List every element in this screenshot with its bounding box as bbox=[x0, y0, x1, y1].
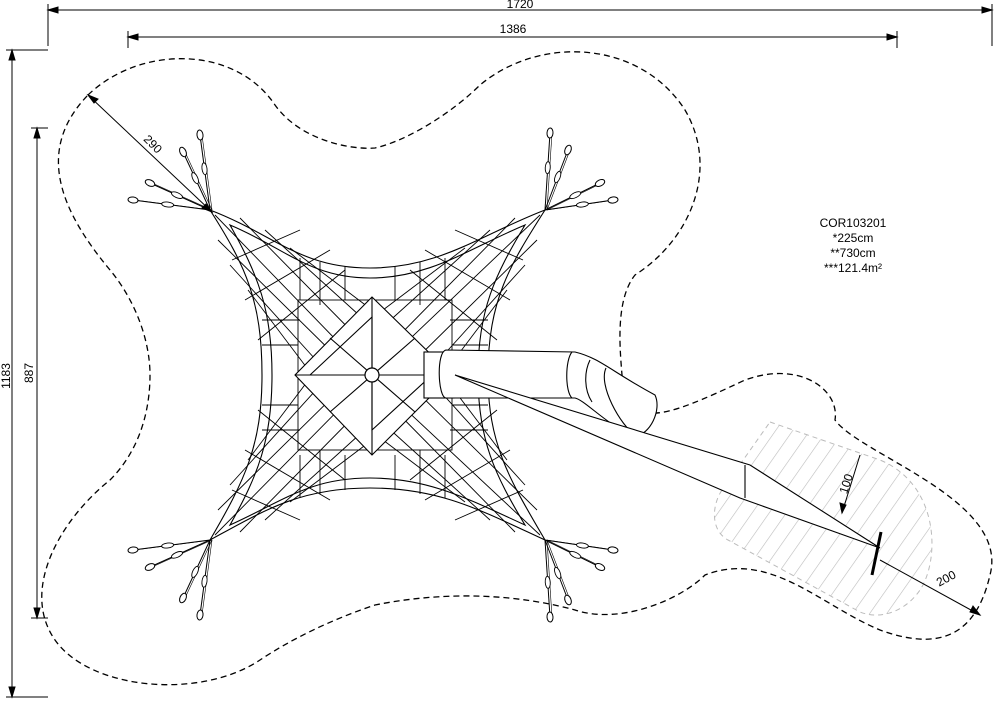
dimension-slide-exit bbox=[839, 454, 861, 515]
rope-turnbuckle bbox=[544, 161, 551, 175]
rope-turnbuckle bbox=[554, 170, 562, 184]
dimension-safety-margin-label: 290 bbox=[141, 132, 165, 156]
rope-turnbuckle bbox=[161, 542, 175, 549]
ground-anchor bbox=[546, 127, 554, 139]
spec-line-area: ***121.4m² bbox=[823, 261, 883, 275]
ground-anchor bbox=[607, 196, 619, 204]
ground-anchor bbox=[179, 146, 187, 158]
ground-anchor bbox=[144, 563, 156, 571]
dimension-overall-height-label: 1183 bbox=[0, 363, 13, 389]
dimension-inner-height bbox=[31, 126, 48, 620]
rope-turnbuckle bbox=[161, 201, 175, 208]
dimension-slide-runout bbox=[879, 559, 982, 616]
ground-anchor bbox=[127, 546, 139, 554]
spec-line-height: *225cm bbox=[832, 231, 874, 245]
dimension-inner-width bbox=[126, 31, 899, 48]
rope-turnbuckle bbox=[576, 542, 589, 549]
product-spec-block: COR103201 *225cm **730cm ***121.4m² bbox=[788, 216, 918, 276]
dimension-slide-runout-label: 200 bbox=[934, 567, 959, 589]
ground-anchor bbox=[594, 179, 606, 187]
rope-turnbuckle bbox=[544, 575, 551, 589]
rope-turnbuckle bbox=[569, 191, 582, 200]
dimension-inner-width-label: 1386 bbox=[500, 22, 527, 36]
dimension-inner-height-label: 887 bbox=[22, 363, 36, 383]
rope-turnbuckle bbox=[191, 172, 199, 185]
dimension-overall-width bbox=[46, 4, 994, 46]
rope-turnbuckle bbox=[170, 191, 184, 199]
rope-turnbuckle bbox=[201, 162, 208, 176]
slide-exit-edge bbox=[870, 531, 883, 576]
rope-turnbuckle bbox=[201, 574, 208, 588]
spec-line-length: **730cm bbox=[830, 246, 876, 260]
dimension-safety-margin bbox=[86, 93, 214, 214]
central-mast bbox=[364, 367, 380, 383]
ground-anchor bbox=[546, 611, 554, 623]
dimension-slide-exit-label: 100 bbox=[836, 472, 856, 496]
ground-anchor bbox=[564, 594, 572, 606]
rope-turnbuckle bbox=[569, 550, 582, 559]
rope-turnbuckle bbox=[170, 551, 184, 559]
ground-anchor bbox=[607, 546, 619, 554]
ground-anchor bbox=[594, 563, 606, 571]
climbing-net-mesh bbox=[214, 214, 541, 536]
dimension-overall-width-label: 1720 bbox=[507, 0, 534, 11]
tube-slide bbox=[423, 349, 658, 437]
ground-anchor bbox=[144, 179, 156, 187]
ground-anchor bbox=[196, 609, 204, 621]
rope-turnbuckle bbox=[191, 565, 199, 578]
ground-anchor bbox=[127, 196, 139, 204]
anchor-ropes bbox=[127, 127, 619, 623]
rope-turnbuckle bbox=[576, 201, 589, 208]
dimension-overall-height bbox=[6, 48, 48, 699]
safety-zone-outline bbox=[41, 51, 993, 686]
product-code: COR103201 bbox=[819, 216, 887, 230]
ground-anchor bbox=[179, 592, 187, 604]
ground-anchor bbox=[196, 129, 204, 141]
ground-anchor bbox=[564, 144, 572, 156]
rope-turnbuckle bbox=[554, 566, 562, 580]
slide-exit-chute bbox=[454, 374, 881, 549]
